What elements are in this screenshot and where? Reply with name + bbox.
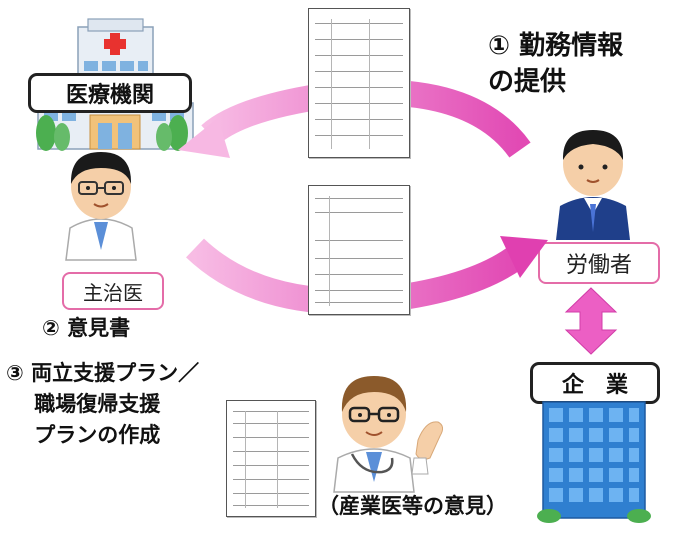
company-building [535,398,653,523]
company-label: 企 業 [530,362,660,404]
occupational-physician-note: （産業医等の意見） [318,494,507,518]
worker-label: 労働者 [538,242,660,284]
work-info-document [308,8,410,158]
work-info-step-caption: ① 勤務情報 の提供 [488,31,624,97]
attending-physician-label: 主治医 [62,272,164,310]
opinion-document [308,185,410,315]
doctor-figure [56,140,146,261]
double-arrow-vertical [556,286,626,356]
occupational-physician-figure [322,362,458,493]
support-plan-document [226,400,316,517]
medical-institution-label: 医療機関 [28,73,192,113]
worker-figure [548,120,638,240]
hospital-building [28,15,198,155]
support-plan-caption: ③ 両立支援プラン／ 職場復帰支援 プランの作成 [6,361,200,447]
opinion-document-caption: ② 意見書 [42,316,131,340]
